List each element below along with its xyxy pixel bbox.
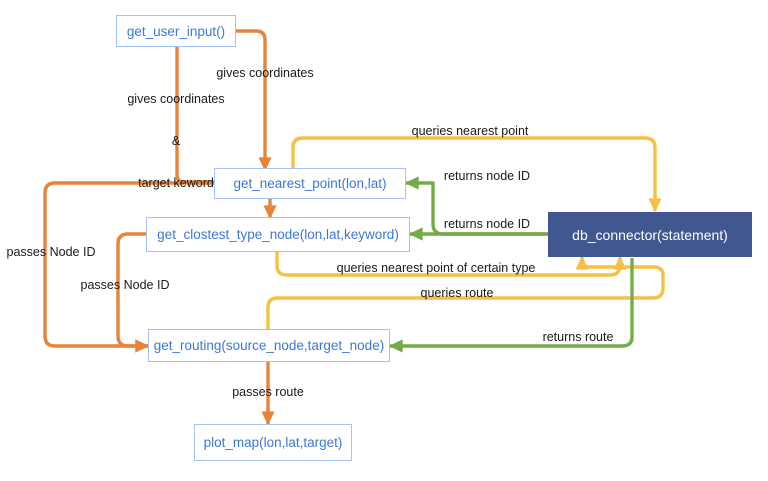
node-get-user-input-label: get_user_input() [126, 23, 226, 39]
node-get-routing[interactable]: get_routing(source_node,target_node) [148, 329, 390, 362]
edge-label-passes-node-id-nearest: passes Node ID [6, 245, 96, 259]
edge-label-passes-node-id-closest: passes Node ID [80, 278, 170, 292]
edge-queries-nearest-point-type [275, 251, 627, 277]
edge-label-returns-route: returns route [542, 330, 614, 344]
edge-label-passes-route: passes route [232, 385, 304, 399]
node-get-clostest-type-node[interactable]: get_clostest_type_node(lon,lat,keyword) [146, 217, 410, 252]
edge-queries-route [266, 255, 665, 330]
node-plot-map[interactable]: plot_map(lon,lat,target) [194, 424, 352, 461]
edge-label-returns-node-id-nearest: returns node ID [443, 169, 531, 183]
edge-passes-node-id-closest [116, 232, 150, 353]
node-get-routing-label: get_routing(source_node,target_node) [153, 338, 385, 353]
edge-label-line-2: & [171, 134, 181, 148]
edge-label-returns-node-id-closest: returns node ID [443, 217, 531, 231]
node-get-nearest-point[interactable]: get_nearest_point(lon,lat) [214, 168, 406, 199]
edge-label-line-1: gives coordinates [127, 92, 225, 106]
node-plot-map-label: plot_map(lon,lat,target) [203, 435, 343, 450]
node-get-nearest-point-label: get_nearest_point(lon,lat) [233, 176, 387, 191]
edge-label-line-3: target keword [138, 176, 214, 190]
edge-label-gives-coordinates-keyword: gives coordinates & target keword [106, 64, 246, 218]
edge-label-queries-nearest-point: queries nearest point [411, 124, 529, 138]
node-get-clostest-type-node-label: get_clostest_type_node(lon,lat,keyword) [157, 227, 399, 242]
edge-queries-nearest-point [291, 136, 662, 213]
edge-returns-route [388, 258, 634, 353]
node-get-user-input[interactable]: get_user_input() [116, 15, 236, 47]
edge-label-queries-nearest-point-type: queries nearest point of certain type [336, 261, 536, 275]
edge-label-gives-coordinates: gives coordinates [216, 66, 314, 80]
edge-gives-coordinates [236, 29, 272, 172]
node-db-connector-label: db_connector(statement) [572, 226, 728, 243]
edge-label-queries-route: queries route [420, 286, 494, 300]
node-db-connector[interactable]: db_connector(statement) [548, 212, 752, 257]
edge-passes-node-id-nearest [43, 181, 214, 353]
